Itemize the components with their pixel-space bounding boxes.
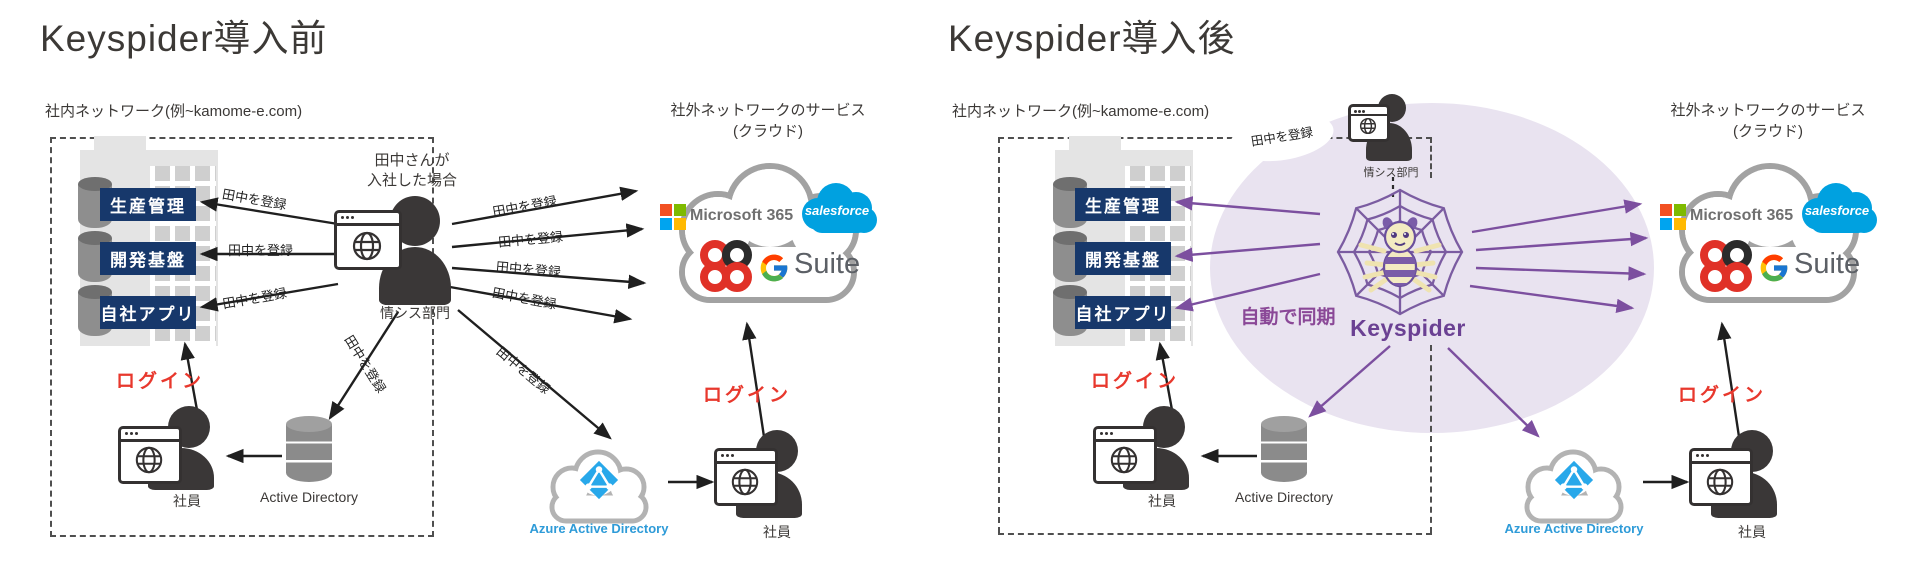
internal-network-boundary-after-right-lower: [1430, 345, 1432, 533]
active-directory-cylinder-before: [286, 416, 332, 482]
internal-network-boundary-after-bottom: [998, 533, 1432, 535]
employee-label-inner-before: 社員: [173, 493, 201, 509]
azure-ad-cloud-before: [536, 443, 662, 525]
browser-icon-employee-inner-before: [118, 426, 182, 484]
hire-annotation: 田中さんが 入社した場合: [350, 151, 474, 191]
arrow-sync-cloud-4: [1469, 284, 1635, 314]
arrow-register-cloud-1: [451, 186, 639, 226]
hire-annotation-line1: 田中さんが: [374, 152, 450, 169]
microsoft-logo: [660, 204, 686, 230]
arrow-login-cloud-after: [1717, 321, 1743, 451]
browser-icon-it-admin: [334, 210, 402, 270]
arrow-register-production: [199, 197, 339, 226]
keyspider-label: Keyspider: [1350, 315, 1466, 341]
arrow-register-cloud-2: [451, 223, 645, 249]
internal-network-boundary-after-top: [998, 137, 1432, 139]
gsuite-suite-label-after: Suite: [1794, 248, 1861, 280]
employee-label-outer-after: 社員: [1738, 524, 1766, 540]
red-clover-loops-logo-before: [700, 240, 752, 292]
arrow-register-cloud-4: [449, 285, 633, 324]
office-building-step-after: [1069, 136, 1121, 152]
hire-annotation-line2: 入社した場合: [366, 172, 457, 189]
external-network-line1: 社外ネットワークのサービス: [670, 102, 866, 119]
external-network-line1-after: 社外ネットワークのサービス: [1670, 102, 1866, 119]
it-dept-label-before: 情シス部門: [380, 305, 450, 321]
azure-ad-cloud-after: [1511, 443, 1637, 525]
microsoft-logo-after: [1660, 204, 1686, 230]
system-box-production-before: 生産管理: [100, 188, 196, 221]
system-box-inhouse-before: 自社アプリ: [100, 296, 196, 329]
red-clover-loops-logo-after: [1700, 240, 1752, 292]
office-building-step: [94, 136, 146, 152]
active-directory-label-before: Active Directory: [259, 489, 359, 505]
login-label-outer-before: ログイン: [702, 385, 791, 406]
system-box-production-after: 生産管理: [1075, 188, 1171, 221]
sync-label: 自動で同期: [1240, 307, 1336, 328]
cloud-services-before: Microsoft 365 salesforce Suite: [652, 152, 884, 322]
browser-icon-employee-outer-before: [714, 448, 778, 506]
arrow-register-azure: [457, 309, 612, 440]
arrow-sync-development: [1174, 242, 1321, 262]
arrow-register-cloud-3: [451, 266, 647, 289]
external-network-line2-after: (クラウド): [1733, 123, 1803, 140]
salesforce-logo-before: salesforce: [794, 180, 880, 240]
arrow-sync-cloud-1: [1471, 199, 1643, 234]
arrow-login-inhouse-after: [1155, 341, 1174, 411]
it-dept-label-after: 情シス部門: [1363, 167, 1419, 179]
salesforce-cloud-shape: [802, 183, 877, 233]
arrow-register-ad: [328, 311, 400, 421]
internal-network-boundary-before: [50, 137, 434, 537]
arrow-sync-ad: [1308, 345, 1391, 418]
external-network-line2: (クラウド): [733, 123, 803, 140]
arrow-register-inhouse: [199, 282, 339, 312]
register-label-2: 田中を登録: [228, 243, 294, 258]
login-label-inner-after: ログイン: [1090, 371, 1179, 392]
globe-icon: [352, 231, 382, 261]
system-box-inhouse-after: 自社アプリ: [1075, 296, 1171, 329]
azure-ad-logo-before: [579, 460, 619, 500]
internal-network-label-after: 社内ネットワーク(例~kamome-e.com): [952, 103, 1210, 120]
arrow-sync-cloud-2: [1475, 231, 1649, 252]
system-box-development-after: 開発基盤: [1075, 242, 1171, 275]
arrow-login-inhouse-before: [180, 341, 199, 411]
employee-label-outer-before: 社員: [763, 524, 791, 540]
azure-ad-label-before: Azure Active Directory: [529, 521, 669, 536]
arrow-sync-production: [1174, 196, 1321, 216]
internal-network-label-before: 社内ネットワーク(例~kamome-e.com): [45, 103, 303, 120]
salesforce-label-before: salesforce: [804, 203, 870, 218]
system-box-development-before: 開発基盤: [100, 242, 196, 275]
arrow-sync-azure: [1447, 347, 1540, 438]
microsoft365-label-before: Microsoft 365: [690, 207, 794, 224]
cloud-services-after: Microsoft 365 salesforce Suite: [1652, 152, 1884, 322]
azure-ad-logo-after: [1554, 460, 1594, 500]
browser-icon-employee-inner-after: [1093, 426, 1157, 484]
arrow-sync-cloud-3: [1475, 266, 1647, 281]
browser-icon-employee-outer-after: [1689, 448, 1753, 506]
gsuite-g-logo-before: [760, 254, 788, 282]
browser-icon-it-admin-after: [1348, 104, 1390, 142]
employee-label-inner-after: 社員: [1148, 493, 1176, 509]
login-label-inner-before: ログイン: [115, 371, 204, 392]
active-directory-label-after: Active Directory: [1234, 489, 1334, 505]
internal-network-boundary-after-left: [998, 137, 1000, 533]
active-directory-cylinder-after: [1261, 416, 1307, 482]
login-label-outer-after: ログイン: [1677, 385, 1766, 406]
gsuite-g-logo-after: [1760, 254, 1788, 282]
before-title: Keyspider導入前: [40, 18, 328, 59]
internal-network-boundary-after-right-upper: [1430, 137, 1432, 178]
gsuite-suite-label-before: Suite: [794, 248, 861, 280]
azure-ad-label-after: Azure Active Directory: [1504, 521, 1644, 536]
salesforce-logo-after: salesforce: [1794, 180, 1880, 240]
microsoft365-label-after: Microsoft 365: [1690, 207, 1794, 224]
external-network-header-after: 社外ネットワークのサービス (クラウド): [1648, 100, 1888, 142]
salesforce-label-after: salesforce: [1804, 203, 1870, 218]
arrow-sync-inhouse: [1174, 272, 1321, 312]
arrow-login-cloud-before: [742, 321, 768, 451]
keyspider-mascot: [1336, 188, 1464, 316]
external-network-header-before: 社外ネットワークのサービス (クラウド): [648, 100, 888, 142]
after-title: Keyspider導入後: [948, 18, 1236, 59]
